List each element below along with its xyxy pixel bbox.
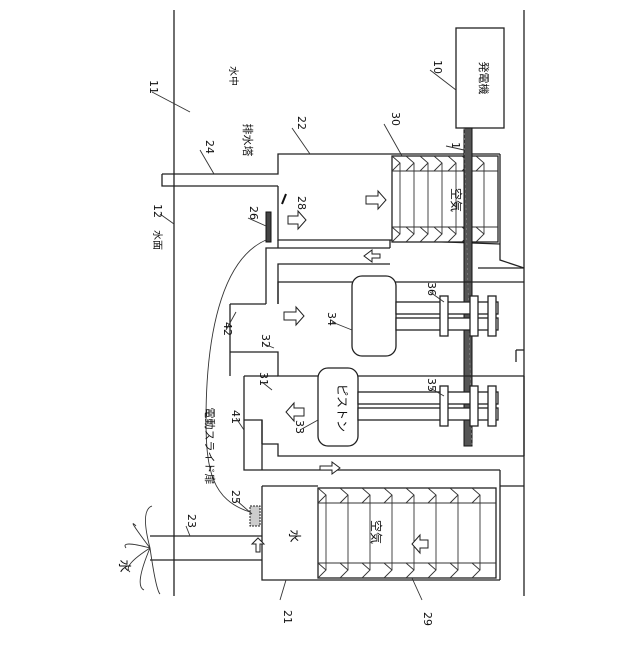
ref-28: 28 (295, 196, 308, 210)
generator-label: 発電機 (477, 62, 491, 95)
upper-bellows (392, 156, 498, 242)
ref-35: 35 (425, 378, 438, 392)
ref-22: 22 (295, 116, 308, 130)
slide-lid-label: 電動スライド扉 (203, 408, 217, 485)
generator: 発電機 (456, 28, 504, 128)
piston-label: ピストン (335, 384, 349, 432)
air-upper-label: 空気 (449, 188, 464, 212)
air-lower-label: 空気 (369, 520, 384, 544)
flap-28 (282, 194, 286, 204)
exhaust-tower (162, 154, 392, 186)
water-surface-label: 水面 (151, 230, 163, 250)
ref-23: 23 (185, 514, 198, 528)
ref-41: 41 (229, 410, 242, 424)
ref-42: 42 (221, 322, 234, 336)
ref-32: 32 (259, 334, 272, 348)
cylinder-upper (230, 276, 524, 376)
ref-26: 26 (247, 206, 260, 220)
ref-36: 36 (425, 282, 438, 296)
ref-11: 11 (147, 80, 160, 94)
water-in-label: 水中 (227, 66, 240, 86)
ref-33: 33 (293, 420, 306, 434)
water-chamber-label: 水 (286, 529, 301, 542)
ref-31: 31 (257, 372, 270, 386)
ref-25: 25 (229, 490, 242, 504)
lower-bellows: 空気 (318, 488, 496, 578)
ref-29: 29 (421, 612, 434, 626)
exhaust-tower-label: 排水塔 (241, 124, 255, 157)
ref-24: 24 (203, 140, 216, 154)
water-spray-label: 水 (116, 559, 131, 572)
ref-21: 21 (281, 610, 294, 624)
ref-30: 30 (389, 112, 402, 126)
